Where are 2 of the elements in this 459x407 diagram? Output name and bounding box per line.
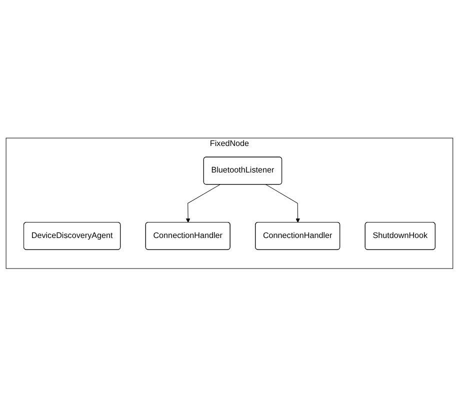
arrow: [186, 184, 220, 223]
arrow: [266, 184, 300, 223]
